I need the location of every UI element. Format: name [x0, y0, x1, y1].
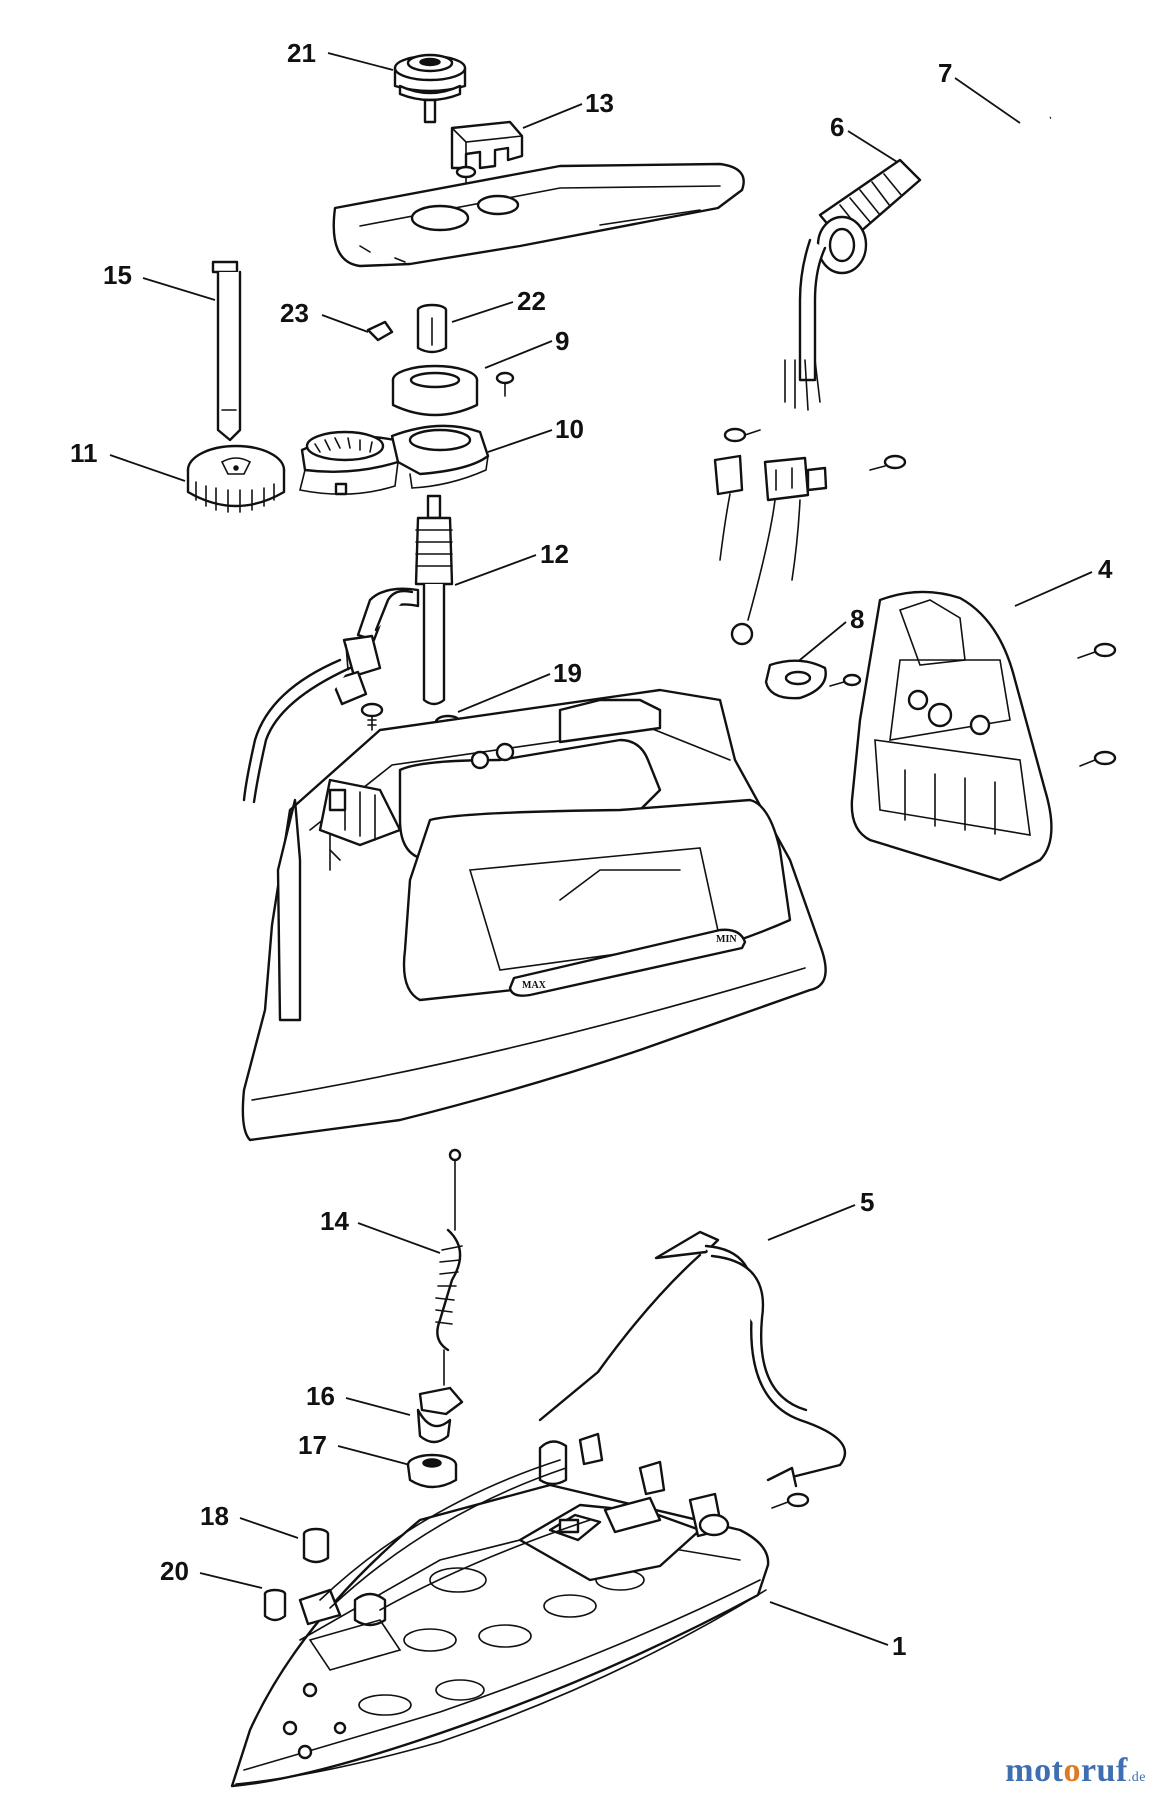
brand-logo: motoruf.de [1005, 1752, 1146, 1790]
part-5-wiring [538, 1230, 846, 1509]
scale-max-label: MAX [522, 980, 547, 991]
part-21-knob [393, 53, 467, 124]
callout-labels: 21 13 7 6 15 23 22 9 11 10 12 4 8 19 14 … [70, 38, 1113, 1661]
brand-tld: .de [1127, 1770, 1146, 1785]
part-22-cylinder [416, 303, 448, 354]
scale-min-label: MIN [716, 934, 737, 945]
callout-18: 18 [200, 1501, 229, 1531]
part-11-dial [186, 444, 286, 513]
part-4-rear-cover [850, 590, 1117, 882]
callout-21: 21 [287, 38, 316, 68]
callout-11: 11 [70, 438, 98, 468]
callout-5: 5 [860, 1187, 874, 1217]
part-13-clip [450, 120, 524, 191]
callout-12: 12 [540, 539, 569, 569]
part-10-control-assembly [299, 424, 490, 496]
part-14-thermostat-rod [435, 1148, 463, 1386]
callout-22: 22 [517, 286, 546, 316]
part-1-soleplate [230, 1432, 770, 1788]
callout-13: 13 [585, 88, 614, 118]
part-18-bushing [302, 1527, 330, 1564]
brand-part-3: ruf [1080, 1752, 1128, 1789]
callout-6: 6 [830, 112, 844, 142]
iron-housing: MAX MIN [241, 688, 827, 1142]
handle-top-cover [332, 162, 745, 268]
screw-1 [360, 702, 384, 731]
callout-4: 4 [1098, 554, 1113, 584]
part-8-bracket [764, 659, 862, 700]
callout-17: 17 [298, 1430, 327, 1460]
callout-1: 1 [892, 1631, 906, 1661]
part-15-rod [211, 260, 242, 442]
brand-part-1: mot [1005, 1752, 1064, 1789]
terminal-blocks [713, 427, 907, 646]
part-20-bushing [263, 1588, 287, 1622]
callout-23: 23 [280, 298, 309, 328]
callout-15: 15 [103, 260, 132, 290]
part-23-cap [366, 320, 394, 342]
callout-14: 14 [320, 1206, 349, 1236]
callout-16: 16 [306, 1381, 335, 1411]
part-17-gasket [406, 1453, 458, 1489]
callout-7: 7 [938, 58, 952, 88]
part-12-pump [242, 494, 454, 804]
callout-19: 19 [553, 658, 582, 688]
callout-20: 20 [160, 1556, 189, 1586]
callout-10: 10 [555, 414, 584, 444]
callout-9: 9 [555, 326, 569, 356]
part-16-valve [416, 1386, 464, 1444]
part-6-cord-protector [784, 158, 922, 411]
leader-lines [109, 52, 1093, 1646]
callout-8: 8 [850, 604, 864, 634]
part-9-ring [391, 364, 515, 417]
brand-part-2: o [1063, 1752, 1081, 1789]
